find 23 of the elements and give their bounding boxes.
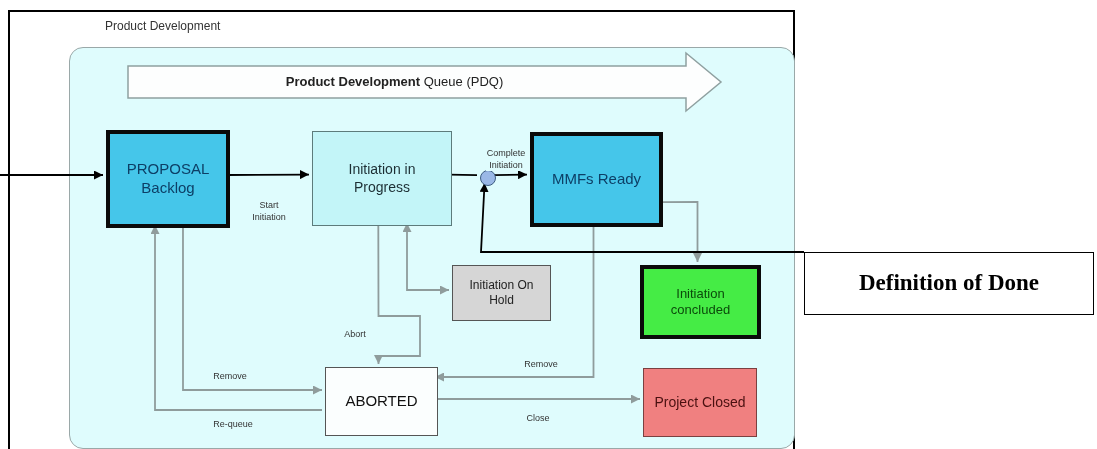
queue-label: Product Development Queue (PDQ) xyxy=(285,73,504,91)
milestone-circle xyxy=(480,170,496,186)
state-label: Project Closed xyxy=(653,393,747,412)
frame-heading: Product Development xyxy=(105,19,221,34)
panel-background xyxy=(69,47,795,449)
state-label: Definition of Done xyxy=(857,269,1041,298)
state-box xyxy=(325,367,438,436)
state-box xyxy=(640,265,761,339)
arrow xyxy=(0,170,104,180)
state-label: MMFs Ready xyxy=(550,170,643,189)
state-label: PROPOSAL Backlog xyxy=(125,160,211,198)
state-label: ABORTED xyxy=(344,392,419,411)
callout-box xyxy=(804,252,1094,315)
state-box xyxy=(452,265,551,321)
arrow xyxy=(479,182,805,253)
state-label: Initiation On Hold xyxy=(468,278,535,308)
state-label: Initiation concluded xyxy=(669,285,732,319)
state-label: Initiation in Progress xyxy=(347,161,417,196)
state-box xyxy=(312,131,452,226)
edge-label: Complete Initiation xyxy=(486,148,526,172)
state-box xyxy=(530,132,663,227)
state-box xyxy=(106,130,230,228)
state-box xyxy=(643,368,757,437)
